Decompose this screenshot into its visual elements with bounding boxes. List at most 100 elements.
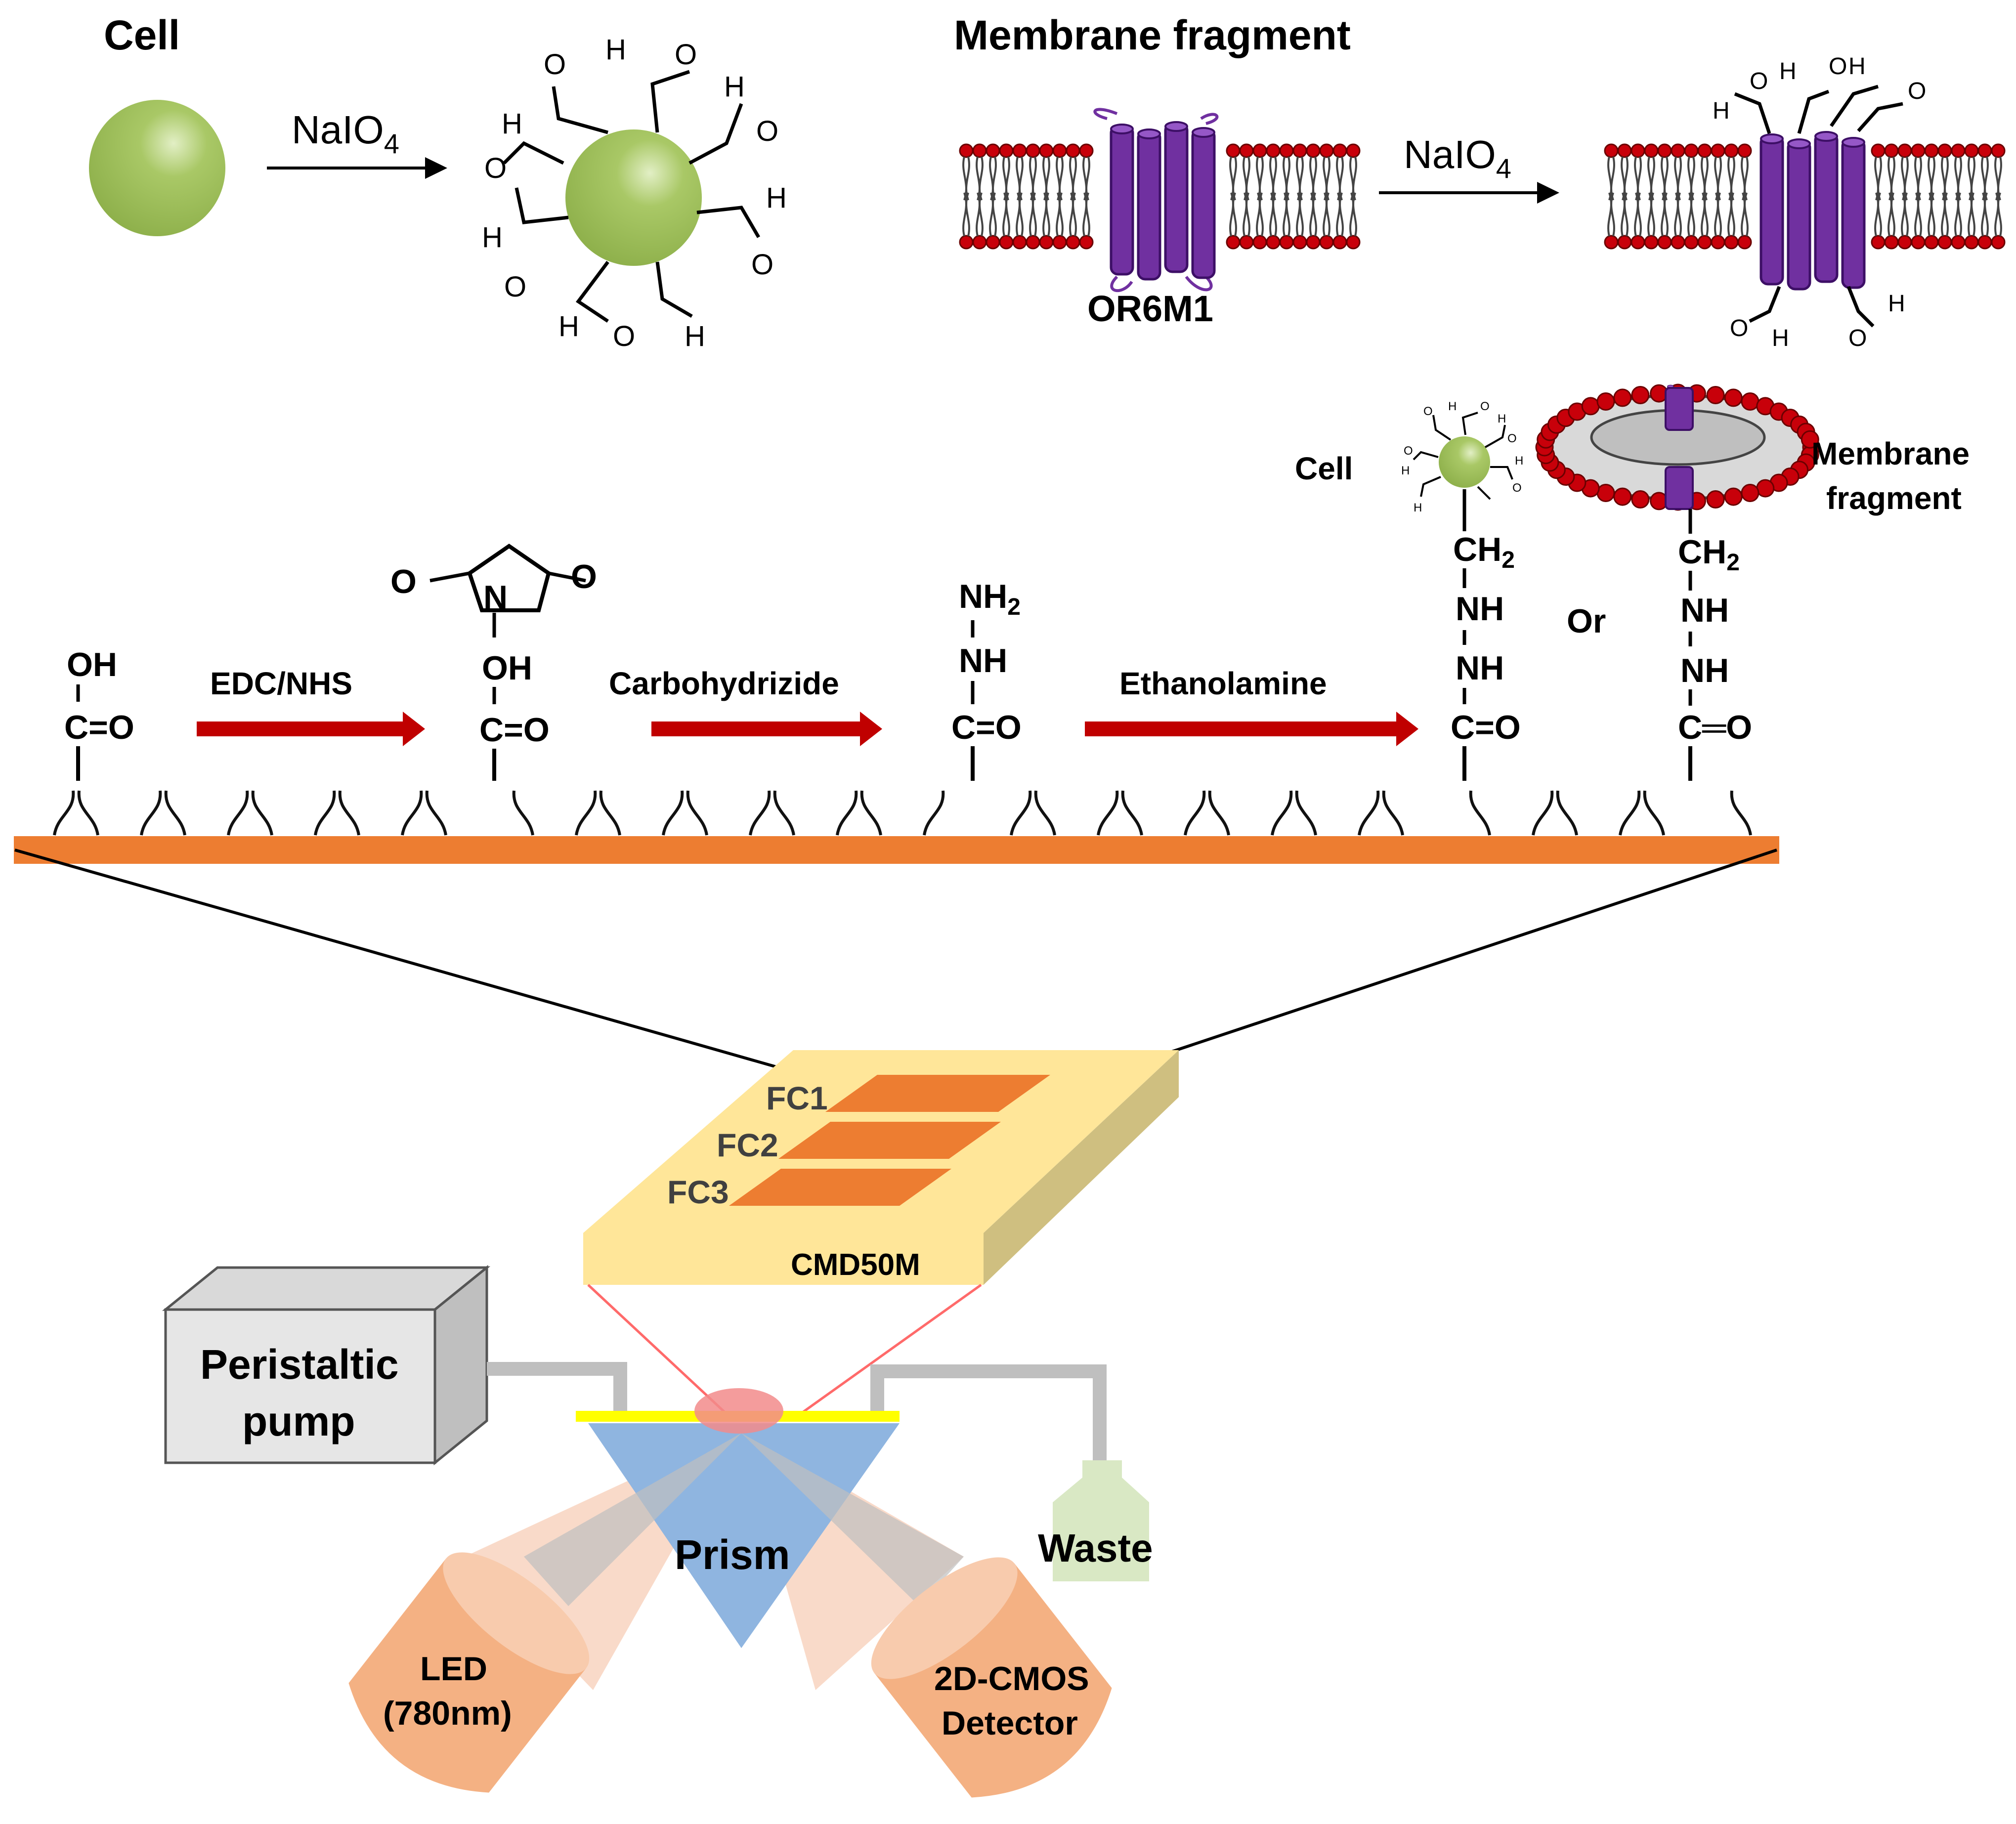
svg-text:O: O — [1423, 405, 1433, 418]
lipid-molecule — [1332, 143, 1347, 201]
lipid-molecule — [1052, 192, 1067, 250]
svg-text:H: H — [482, 221, 503, 254]
membrane-title: Membrane fragment — [954, 12, 1351, 58]
stage-carboxyl: OH C=O — [64, 646, 134, 781]
svg-text:C=O: C=O — [479, 711, 550, 749]
lipid-molecule — [1951, 143, 1966, 201]
svg-text:H: H — [1515, 454, 1523, 467]
lipid-molecule — [986, 143, 1000, 201]
svg-text:H: H — [1888, 291, 1905, 317]
dextran-chain — [228, 791, 247, 835]
lipid-molecule — [1279, 192, 1294, 250]
dextran-chain — [1123, 791, 1142, 835]
lipid-molecule — [1306, 143, 1321, 201]
svg-text:N: N — [483, 579, 508, 616]
chip-label: CMD50M — [791, 1248, 920, 1282]
svg-text:NH: NH — [959, 642, 1007, 679]
svg-text:CH2: CH2 — [1678, 533, 1740, 576]
dextran-chain — [1471, 791, 1490, 835]
dextran-chain — [315, 791, 334, 835]
svg-text:O: O — [1829, 53, 1847, 80]
dextran-chain — [862, 791, 881, 835]
lipid-molecule — [1657, 192, 1672, 250]
lipid-molecule — [1884, 192, 1899, 250]
lipid-molecule — [1026, 143, 1040, 201]
lipid-head — [1631, 490, 1650, 509]
sensor-chip: FC1 FC2 FC3 CMD50M — [583, 1050, 1179, 1285]
dextran-chain — [924, 791, 943, 835]
naio4-label-left: NaIO4 — [292, 108, 399, 159]
lipid-molecule — [1252, 192, 1267, 250]
dextran-chain — [1272, 791, 1291, 835]
lipid-head — [1801, 430, 1819, 449]
lipid-molecule — [1617, 143, 1632, 201]
oxidized-cell: O H H O H O H O H O H O H O — [482, 34, 787, 352]
lipid-molecule — [1266, 192, 1281, 250]
dextran-chain — [601, 791, 620, 835]
dextran-chain — [79, 791, 98, 835]
lipid-head — [1724, 487, 1743, 506]
flow-spot — [694, 1388, 783, 1434]
or6m1-protein-oxidized: H O H O H O O H O H — [1713, 53, 1926, 351]
dextran-chain — [1036, 791, 1055, 835]
lipid-molecule — [959, 143, 974, 201]
lipid-molecule — [1252, 143, 1267, 201]
lipid-head — [1706, 490, 1725, 509]
lipid-molecule — [1306, 192, 1321, 250]
lipid-molecule — [1066, 192, 1080, 250]
svg-text:O: O — [1507, 432, 1517, 445]
svg-text:H: H — [558, 310, 579, 342]
lipid-molecule — [999, 143, 1014, 201]
dextran-chain — [253, 791, 272, 835]
surface-chemistry-panel: OH C=O EDC/NHS O O N OH C=O Carbohydrizi… — [14, 383, 1970, 1108]
membrane-vesicle — [1535, 383, 1821, 511]
lipid-molecule — [1644, 143, 1659, 201]
lipid-molecule — [1279, 143, 1294, 201]
dextran-chain — [340, 791, 359, 835]
dextran-chain — [1533, 791, 1552, 835]
svg-text:H: H — [1414, 501, 1422, 514]
cell-oxidation-panel: Cell NaIO4 O H H O H O — [89, 12, 787, 352]
svg-text:O: O — [504, 271, 526, 303]
waste-bottle: Waste — [1038, 1460, 1153, 1581]
svg-text:O: O — [1512, 481, 1522, 495]
svg-text:H: H — [1401, 464, 1410, 477]
lipid-molecule — [1937, 192, 1952, 250]
lipid-molecule — [1711, 192, 1725, 250]
svg-text:C=O: C=O — [64, 709, 134, 746]
or6m1-protein — [1093, 108, 1219, 292]
fc2-label: FC2 — [717, 1127, 778, 1163]
dextran-chain — [1645, 791, 1664, 835]
svg-text:O: O — [484, 152, 507, 184]
svg-text:O: O — [1908, 78, 1926, 104]
lipid-molecule — [1644, 192, 1659, 250]
dextran-chain — [54, 791, 73, 835]
lipid-molecule — [1871, 192, 1886, 250]
oxidized-cell-sphere — [565, 129, 702, 266]
dextran-chain — [1384, 791, 1403, 835]
lipid-molecule — [1630, 143, 1645, 201]
spr-instrument-panel: FC1 FC2 FC3 CMD50M Peristaltic pump Wast… — [162, 1050, 1179, 1798]
dextran-chain — [663, 791, 682, 835]
gold-substrate — [14, 836, 1779, 864]
lipid-molecule — [1991, 192, 2006, 250]
membrane-oxidation-panel: Membrane fragment OR6M1 NaIO4 — [954, 12, 2006, 351]
lipid-molecule — [1630, 192, 1645, 250]
or6m1-label: OR6M1 — [1087, 288, 1213, 329]
lipid-molecule — [1977, 192, 1992, 250]
lipid-molecule — [972, 192, 987, 250]
lipid-molecule — [1991, 143, 2006, 201]
fc1-label: FC1 — [766, 1080, 828, 1116]
lipid-molecule — [1239, 192, 1254, 250]
lipid-molecule — [1737, 143, 1752, 201]
lipid-molecule — [1724, 143, 1739, 201]
lipid-molecule — [1079, 192, 1094, 250]
svg-text:H: H — [724, 71, 745, 103]
svg-text:H: H — [1779, 58, 1797, 85]
fc3-label: FC3 — [667, 1174, 729, 1210]
flow-cell-3 — [729, 1169, 951, 1206]
stage-cell-coupled: Cell O H O H O H O H O H — [1295, 400, 1523, 781]
svg-text:O: O — [390, 563, 417, 600]
stage-hydrazide: NH2 NH C=O — [951, 578, 1022, 781]
lipid-molecule — [1026, 192, 1040, 250]
